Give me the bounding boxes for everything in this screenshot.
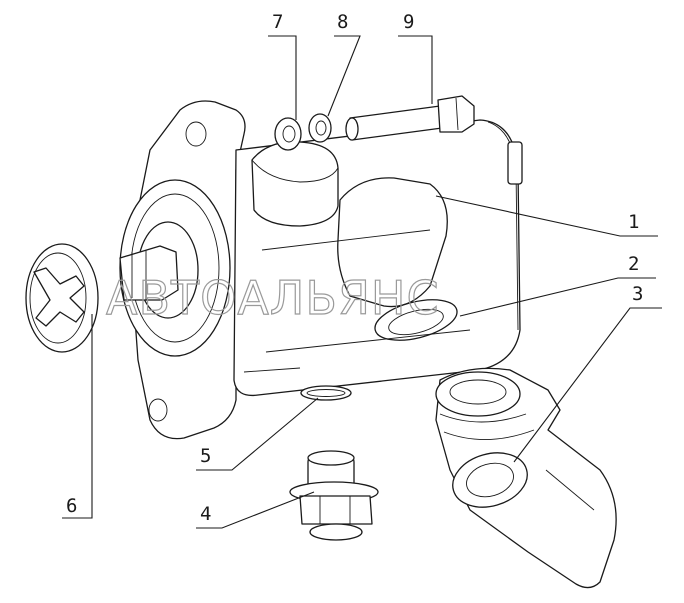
part-8-washer [308, 113, 332, 143]
watermark-text: АВТОАЛЬЯНС [106, 271, 440, 325]
callout-8: 8 [337, 11, 348, 33]
callout-1: 1 [628, 211, 639, 233]
pump-shaft-hub [119, 179, 231, 357]
callout-9: 9 [403, 11, 414, 33]
part-4-fitting [289, 450, 379, 541]
leader-lines [62, 35, 662, 529]
callout-7: 7 [272, 11, 283, 33]
part-6-cap [25, 243, 99, 353]
callout-5: 5 [200, 445, 211, 467]
callout-6: 6 [66, 495, 77, 517]
part-3-elbow [435, 367, 617, 589]
callout-2: 2 [628, 253, 639, 275]
callout-3: 3 [632, 283, 643, 305]
callout-4: 4 [200, 503, 211, 525]
part-5-o-ring [300, 385, 352, 401]
part-9-bolt [345, 95, 475, 141]
callout-labels: 7 8 9 1 2 3 4 5 6 [66, 11, 643, 525]
part-7-washer [274, 117, 302, 151]
